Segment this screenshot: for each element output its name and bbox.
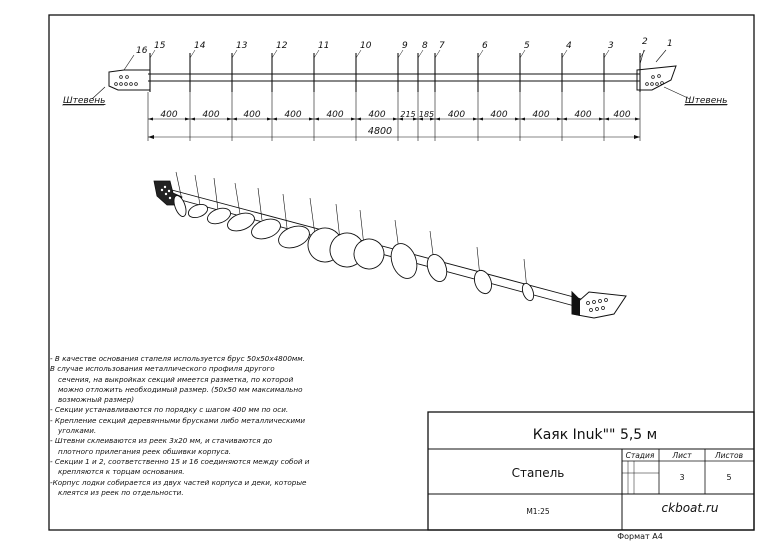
station-label: 14	[194, 41, 206, 51]
section-disc	[207, 207, 231, 225]
station-label: 4	[566, 41, 572, 51]
note-line: возможный размер)	[58, 395, 135, 405]
drawing-frame	[48, 14, 755, 531]
note-line: можно отложить необходимый размер. (50x5…	[58, 384, 303, 394]
segment-dimension: 400	[613, 110, 630, 120]
section-disc	[278, 225, 310, 249]
shteven-left-label: Штевень	[63, 96, 105, 106]
note-line: - Секции устанавливаются по порядку с ша…	[50, 405, 289, 415]
station-label: 9	[402, 41, 408, 51]
note-line: уголками.	[58, 426, 97, 436]
station-label: 10	[360, 41, 372, 51]
title-block	[427, 411, 755, 531]
station-label: 2	[642, 37, 648, 47]
segment-dimension: 400	[574, 110, 591, 120]
segment-dimension: 400	[160, 110, 177, 120]
note-line: плотного прилегания реек обшивки корпуса…	[58, 446, 232, 456]
note-line: - Секции 1 и 2, соответственно 15 и 16 с…	[50, 456, 310, 466]
section-disc	[521, 282, 535, 302]
segment-dimension: 400	[532, 110, 549, 120]
segment-dimension: 400	[202, 110, 219, 120]
notes-block: - В качестве основания стапеля используе…	[50, 354, 370, 498]
note-line: сечения, на выкройках секций имеется раз…	[58, 374, 294, 384]
section-disc	[390, 243, 418, 279]
section-disc	[473, 269, 493, 295]
stage-header: Стадия	[626, 451, 655, 460]
site-label: ckboat.ru	[662, 501, 719, 515]
section-disc	[353, 238, 385, 270]
note-line: клеятся из реек по отдельности.	[58, 487, 184, 497]
segment-dimension: 400	[448, 110, 465, 120]
top-view: 16 15 14 13 12 11 10 9 8 7 6 5 4 3 2 1 400 400 400 400 400 4…	[62, 37, 727, 141]
station-label: 5	[524, 41, 530, 51]
section-disc	[227, 212, 255, 232]
note-line: - В качестве основания стапеля используе…	[50, 354, 306, 363]
section-disc	[187, 203, 209, 219]
station-label: 12	[276, 41, 288, 51]
drawing-title: Каяк Inuk"" 5,5 м	[533, 427, 657, 443]
section-disc	[251, 218, 281, 240]
isometric-view	[153, 171, 627, 319]
station-label: 3	[608, 41, 614, 51]
segment-dimension: 400	[284, 110, 301, 120]
sheet-number: 3	[679, 473, 684, 482]
station-label: 15	[154, 41, 166, 51]
station-label: 11	[318, 41, 329, 51]
segment-dimension: 185	[419, 110, 434, 119]
segment-dimension: 215	[400, 110, 415, 119]
sheets-count: 5	[726, 473, 731, 482]
segment-dimension: 400	[490, 110, 507, 120]
note-line: крепляются к торцам основания.	[58, 467, 185, 477]
section-disc	[426, 254, 448, 282]
station-label: 13	[236, 41, 248, 51]
note-line: - Крепление секций деревянными брусками …	[50, 415, 306, 425]
station-label: 1	[667, 39, 673, 49]
format-label: Формат А4	[617, 532, 663, 541]
station-label: 7	[439, 41, 445, 51]
note-line: -Корпус лодки собирается из двух частей …	[50, 477, 307, 487]
segment-dimension: 400	[326, 110, 343, 120]
note-line: В случае использования металлического пр…	[50, 364, 275, 374]
station-label: 8	[422, 41, 428, 51]
section-disc	[173, 195, 187, 217]
sheet-header: Лист	[671, 451, 692, 460]
segment-dimension: 400	[243, 110, 260, 120]
note-line: - Штевни склеиваются из реек 3x20 мм, и …	[50, 436, 273, 446]
sheets-header: Листов	[714, 451, 743, 460]
scale-label: M1:25	[526, 507, 550, 516]
segment-dimension: 400	[368, 110, 385, 120]
shteven-right-label: Штевень	[685, 96, 727, 106]
drawing-name: Стапель	[512, 466, 565, 480]
station-label: 6	[482, 41, 488, 51]
station-label: 16	[136, 46, 148, 56]
total-length-label: 4800	[368, 126, 392, 137]
